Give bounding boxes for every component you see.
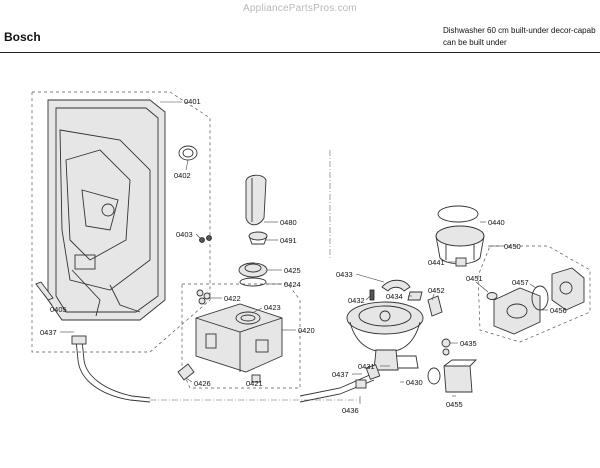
pump-motor — [493, 287, 541, 335]
label-0435: 0435 — [460, 339, 477, 348]
sump-connector — [177, 363, 195, 381]
small-fittings — [199, 235, 212, 243]
drain-hose-left — [71, 335, 151, 403]
label-0431: 0431 — [358, 362, 375, 371]
motor-connector — [455, 257, 467, 267]
drain-pump — [427, 359, 478, 393]
sump-cover — [245, 174, 267, 226]
label-0440: 0440 — [488, 218, 505, 227]
non-return-valve — [441, 338, 451, 356]
label-0437-left: 0437 — [40, 328, 57, 337]
heater-pump-top — [435, 205, 485, 265]
retaining-clip — [381, 279, 411, 292]
label-0405: 0405 — [50, 305, 67, 314]
label-0420: 0420 — [298, 326, 315, 335]
label-0436: 0436 — [342, 406, 359, 415]
pump-motor-group-outline — [477, 245, 591, 343]
label-0425: 0425 — [284, 266, 301, 275]
float-assembly — [238, 262, 268, 287]
sump-fittings — [196, 289, 211, 305]
label-0491: 0491 — [280, 236, 297, 245]
screw — [369, 289, 375, 301]
gasket-ring — [531, 285, 549, 311]
label-0424: 0424 — [284, 280, 301, 289]
label-0430: 0430 — [406, 378, 423, 387]
base-group-outline — [31, 91, 211, 353]
label-0434: 0434 — [386, 292, 403, 301]
label-0402: 0402 — [174, 171, 191, 180]
bracket — [427, 295, 443, 317]
label-0456: 0456 — [550, 306, 567, 315]
header-divider — [0, 52, 600, 53]
label-0451: 0451 — [466, 274, 483, 283]
label-0422: 0422 — [224, 294, 241, 303]
label-0423: 0423 — [264, 303, 281, 312]
label-0455: 0455 — [446, 400, 463, 409]
label-0480: 0480 — [280, 218, 297, 227]
model-description-line2: can be built under — [443, 38, 507, 47]
leader-lines — [43, 101, 548, 404]
label-0441: 0441 — [428, 258, 445, 267]
model-description-line1: Dishwasher 60 cm built-under decor-capab — [443, 26, 596, 35]
label-0426: 0426 — [194, 379, 211, 388]
label-0437-right: 0437 — [332, 370, 349, 379]
label-0421: 0421 — [246, 379, 263, 388]
impeller-housing — [551, 267, 585, 311]
label-0433: 0433 — [336, 270, 353, 279]
circulation-pump-housing — [346, 301, 424, 371]
label-0452: 0452 — [428, 286, 445, 295]
hose-nipple — [355, 379, 367, 389]
base-housing — [47, 99, 166, 321]
pump-seal — [486, 292, 498, 300]
sump-housing — [195, 303, 283, 373]
label-0457: 0457 — [512, 278, 529, 287]
seal-ring — [178, 145, 198, 161]
float-switch — [35, 281, 54, 301]
valve-cap — [248, 231, 268, 245]
label-0401: 0401 — [184, 97, 201, 106]
watermark: AppliancePartsPros.com — [243, 3, 357, 14]
label-0450: 0450 — [504, 242, 521, 251]
brand-title: Bosch — [4, 30, 41, 44]
label-0403: 0403 — [176, 230, 193, 239]
label-0432: 0432 — [348, 296, 365, 305]
clamp — [407, 291, 423, 301]
